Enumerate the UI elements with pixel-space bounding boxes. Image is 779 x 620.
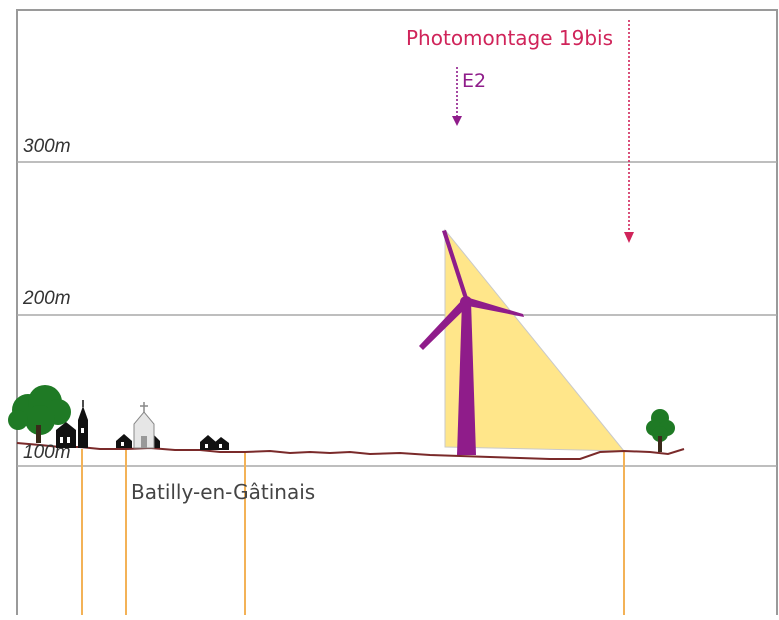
tree-icon <box>8 385 71 443</box>
altitude-label-200m: 200m <box>22 288 71 309</box>
church-icon <box>56 400 88 448</box>
turbine-arrow-head <box>452 116 462 126</box>
terrain-line <box>16 442 685 460</box>
profile-frame <box>16 9 778 620</box>
altitude-label-300m: 300m <box>23 136 71 157</box>
visibility-zone <box>444 228 626 452</box>
house-icon <box>200 435 229 450</box>
photomontage-label: Photomontage 19bis <box>406 26 613 50</box>
chapel-icon <box>133 402 155 449</box>
turbine-label: E2 <box>462 70 486 92</box>
tree-icon <box>646 409 675 452</box>
photomontage-arrow-head <box>624 232 634 243</box>
place-label: Batilly-en-Gâtinais <box>131 480 315 504</box>
wind-turbine-icon <box>419 230 524 455</box>
